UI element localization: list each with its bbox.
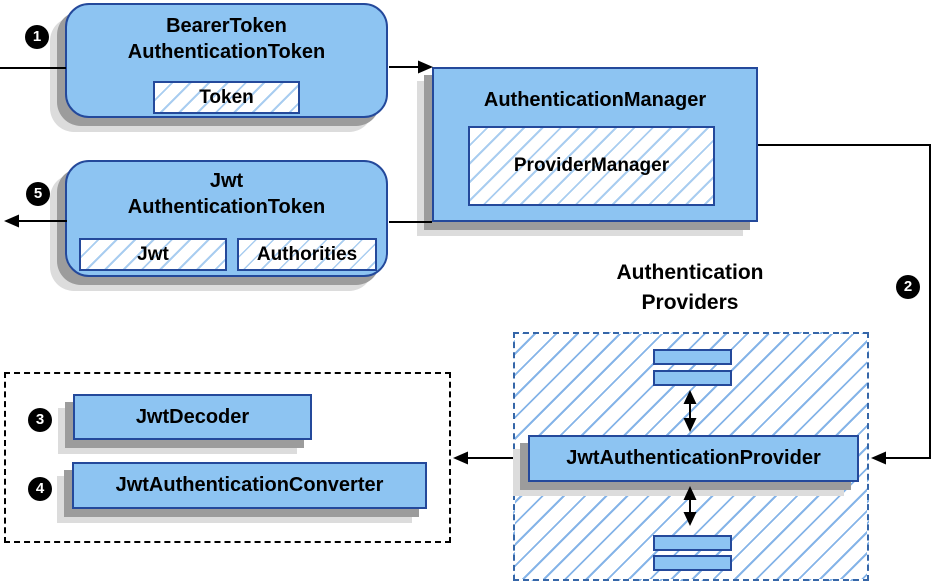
bearer-token-title: BearerToken AuthenticationToken — [67, 5, 386, 65]
jwt-field: Jwt — [79, 238, 227, 271]
authentication-providers-label-line2: Providers — [641, 291, 739, 314]
outgoing-success-arrow — [4, 214, 67, 228]
jwt-authentication-token-box: Jwt AuthenticationToken Jwt Authorities — [65, 160, 388, 277]
bearer-token-title-line2: AuthenticationToken — [127, 41, 326, 63]
jwt-authentication-provider-box: JwtAuthenticationProvider — [528, 435, 859, 482]
provider-manager-field: ProviderManager — [468, 126, 715, 206]
authentication-providers-label-line1: Authentication — [616, 261, 764, 284]
bearer-token-authentication-token-box: BearerToken AuthenticationToken Token — [65, 3, 388, 118]
authorities-field: Authorities — [237, 238, 377, 271]
authentication-providers-label: Authentication Providers — [565, 258, 815, 318]
provider-to-decoder-arrow — [453, 451, 513, 465]
provider-stack-bar-top-1 — [653, 349, 732, 365]
provider-stack-bar-bottom-2 — [653, 555, 732, 571]
step-2-badge: 2 — [896, 275, 920, 299]
provider-stack-bar-bottom-1 — [653, 535, 732, 551]
provider-stack-bar-top-2 — [653, 370, 732, 386]
step-4-badge: 4 — [28, 477, 52, 501]
authentication-manager-box: AuthenticationManager ProviderManager — [432, 67, 758, 222]
bearer-to-manager-arrow — [389, 60, 433, 74]
jwt-decoder-box: JwtDecoder — [73, 394, 312, 440]
step-5-badge: 5 — [26, 182, 50, 206]
bearer-token-title-line1: BearerToken — [166, 15, 287, 37]
jwt-authentication-converter-box: JwtAuthenticationConverter — [72, 462, 427, 509]
authentication-manager-title: AuthenticationManager — [483, 89, 707, 111]
step-1-badge: 1 — [25, 25, 49, 49]
jwt-token-title-line1: Jwt — [209, 170, 244, 192]
jwt-token-title-line2: AuthenticationToken — [127, 196, 326, 218]
jwt-token-title: Jwt AuthenticationToken — [67, 162, 386, 220]
step-3-badge: 3 — [28, 408, 52, 432]
token-field: Token — [153, 81, 300, 114]
